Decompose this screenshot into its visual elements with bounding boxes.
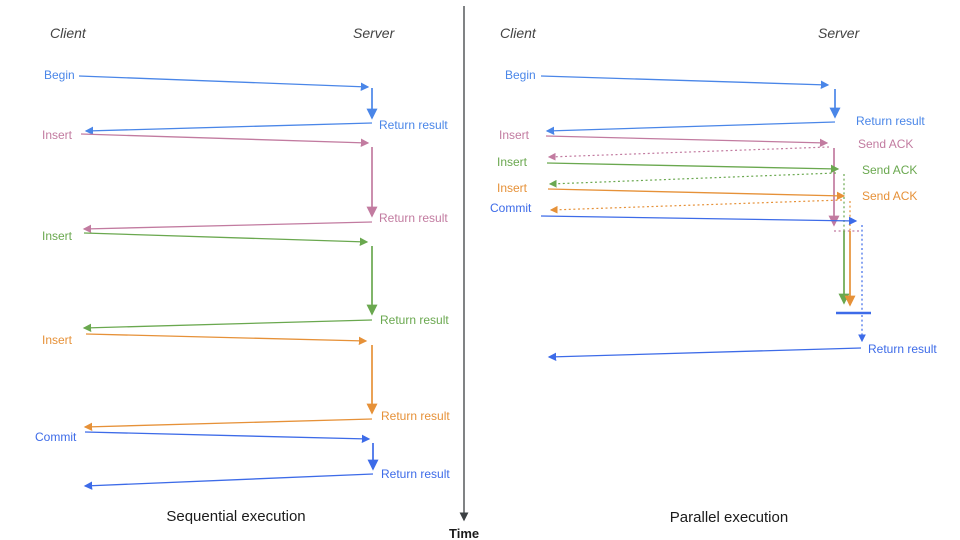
- seq-insert2-exchange: Insert Return result: [42, 229, 449, 333]
- par-begin-result-label: Return result: [856, 114, 925, 128]
- seq-insert1-return-arrow: [82, 221, 373, 234]
- par-insert3-label: Insert: [497, 181, 528, 195]
- time-axis-label: Time: [449, 526, 479, 540]
- par-begin-return-arrow: [545, 121, 836, 135]
- par-server-header: Server: [818, 25, 861, 41]
- par-commit-request-arrow: [540, 215, 858, 226]
- seq-begin-result-label: Return result: [379, 118, 448, 132]
- par-begin-exchange: Begin Return result: [505, 68, 925, 135]
- seq-begin-exchange: Begin Return result: [44, 68, 448, 136]
- par-commit-return-arrow: [547, 347, 862, 362]
- par-insert3-ack-label: Send ACK: [862, 189, 917, 203]
- seq-insert2-return-arrow: [82, 319, 373, 333]
- seq-insert3-return-arrow: [83, 418, 373, 432]
- par-commit-label: Commit: [490, 201, 532, 215]
- sequential-title: Sequential execution: [166, 508, 305, 525]
- seq-commit-request-arrow: [84, 431, 371, 444]
- seq-insert2-result-label: Return result: [380, 313, 449, 327]
- seq-server-header: Server: [353, 25, 396, 41]
- seq-insert2-request-arrow: [83, 232, 369, 246]
- seq-insert3-label: Insert: [42, 333, 73, 347]
- parallel-panel: Client Server Begin Return result Insert…: [490, 25, 937, 526]
- seq-insert2-label: Insert: [42, 229, 73, 243]
- par-commit-result-label: Return result: [868, 342, 937, 356]
- seq-commit-exchange: Commit Return result: [35, 430, 450, 490]
- seq-client-header: Client: [50, 25, 87, 41]
- par-begin-label: Begin: [505, 68, 536, 82]
- par-insert2-label: Insert: [497, 155, 528, 169]
- seq-insert3-request-arrow: [85, 333, 368, 346]
- par-insert1-label: Insert: [499, 128, 530, 142]
- seq-commit-return-arrow: [83, 473, 374, 490]
- time-axis: Time: [449, 6, 479, 540]
- par-insert1-exchange: Insert Send ACK: [499, 128, 913, 232]
- seq-begin-label: Begin: [44, 68, 75, 82]
- seq-insert1-label: Insert: [42, 128, 73, 142]
- par-begin-request-arrow: [540, 75, 830, 89]
- seq-insert1-result-label: Return result: [379, 211, 448, 225]
- par-insert2-ack-arrow: [548, 172, 837, 188]
- seq-insert3-exchange: Insert Return result: [42, 333, 450, 432]
- par-insert2-request-arrow: [546, 162, 840, 174]
- par-insert2-exchange: Insert Send ACK: [497, 155, 917, 305]
- par-insert3-ack-arrow: [549, 199, 843, 214]
- par-insert3-request-arrow: [547, 188, 846, 201]
- par-client-header: Client: [500, 25, 537, 41]
- parallel-title: Parallel execution: [670, 509, 788, 526]
- sequential-panel: Client Server Begin Return result Insert…: [35, 25, 450, 525]
- seq-commit-result-label: Return result: [381, 467, 450, 481]
- par-insert1-request-arrow: [545, 135, 829, 148]
- par-insert2-ack-label: Send ACK: [862, 163, 917, 177]
- seq-commit-label: Commit: [35, 430, 77, 444]
- seq-begin-return-arrow: [84, 122, 373, 136]
- par-insert1-ack-label: Send ACK: [858, 137, 913, 151]
- par-insert3-exchange: Insert Send ACK: [497, 181, 917, 307]
- seq-insert1-exchange: Insert Return result: [42, 128, 448, 234]
- par-commit-exchange: Commit Return result: [490, 201, 937, 362]
- seq-insert1-request-arrow: [80, 133, 370, 147]
- seq-begin-request-arrow: [78, 75, 370, 91]
- par-insert1-ack-arrow: [547, 146, 830, 161]
- seq-insert3-result-label: Return result: [381, 409, 450, 423]
